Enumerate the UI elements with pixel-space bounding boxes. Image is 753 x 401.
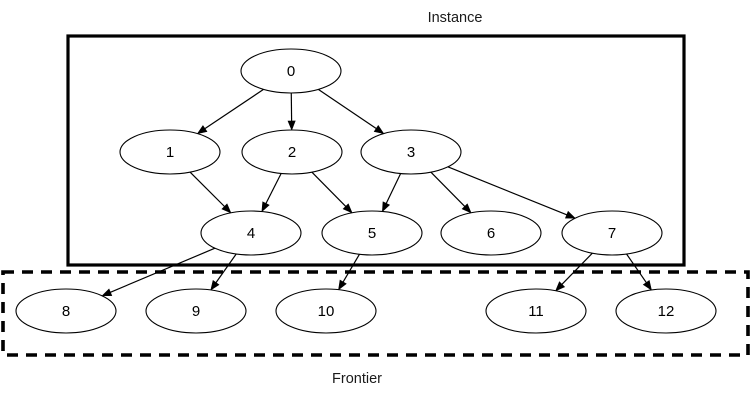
edge-2-to-4 bbox=[265, 173, 282, 204]
node-label-7: 7 bbox=[608, 225, 616, 242]
node-label-12: 12 bbox=[658, 303, 675, 320]
node-label-0: 0 bbox=[287, 63, 295, 80]
graph-node-12[interactable]: 12 bbox=[615, 288, 717, 334]
graph-node-10[interactable]: 10 bbox=[275, 288, 377, 334]
node-label-2: 2 bbox=[288, 144, 296, 161]
node-label-6: 6 bbox=[487, 225, 495, 242]
node-ellipse-3 bbox=[360, 129, 462, 175]
node-label-10: 10 bbox=[318, 303, 335, 320]
edge-3-to-7 bbox=[447, 166, 568, 216]
arrowhead-2-to-5 bbox=[342, 203, 353, 214]
node-label-5: 5 bbox=[368, 225, 376, 242]
edge-3-to-6 bbox=[430, 171, 466, 207]
arrowhead-4-to-9 bbox=[210, 280, 220, 291]
arrowhead-3-to-7 bbox=[564, 210, 576, 219]
node-label-4: 4 bbox=[247, 225, 255, 242]
container-instance bbox=[66, 34, 686, 267]
graph-node-0[interactable]: 0 bbox=[240, 48, 342, 94]
edge-1-to-4 bbox=[189, 171, 225, 207]
arrowhead-7-to-11 bbox=[555, 281, 566, 292]
graph-node-5[interactable]: 5 bbox=[321, 210, 423, 256]
edge-4-to-8 bbox=[110, 247, 216, 293]
arrowhead-0-to-2 bbox=[287, 120, 296, 131]
arrowhead-0-to-3 bbox=[373, 125, 385, 135]
arrowhead-3-to-5 bbox=[382, 201, 391, 213]
graph-node-11[interactable]: 11 bbox=[485, 288, 587, 334]
edge-4-to-9 bbox=[215, 253, 237, 283]
node-ellipse-5 bbox=[321, 210, 423, 256]
graph-node-2[interactable]: 2 bbox=[241, 129, 343, 175]
graph-node-7[interactable]: 7 bbox=[561, 210, 663, 256]
edge-3-to-5 bbox=[385, 173, 402, 204]
edge-7-to-12 bbox=[626, 253, 647, 283]
graph-node-3[interactable]: 3 bbox=[360, 129, 462, 175]
arrowhead-7-to-12 bbox=[642, 280, 652, 291]
node-ellipse-7 bbox=[561, 210, 663, 256]
graph-node-9[interactable]: 9 bbox=[145, 288, 247, 334]
node-label-3: 3 bbox=[407, 144, 415, 161]
node-ellipse-6 bbox=[440, 210, 542, 256]
arrowhead-0-to-1 bbox=[196, 125, 208, 135]
node-ellipse-9 bbox=[145, 288, 247, 334]
edge-2-to-5 bbox=[311, 171, 347, 207]
node-ellipse-10 bbox=[275, 288, 377, 334]
arrowhead-2-to-4 bbox=[261, 201, 270, 213]
arrowhead-1-to-4 bbox=[221, 203, 232, 214]
edge-5-to-10 bbox=[342, 253, 360, 283]
container-frontier bbox=[1, 270, 750, 357]
graph-node-8[interactable]: 8 bbox=[15, 288, 117, 334]
graph-node-4[interactable]: 4 bbox=[200, 210, 302, 256]
node-label-9: 9 bbox=[192, 303, 200, 320]
edge-7-to-11 bbox=[561, 252, 593, 285]
node-ellipse-2 bbox=[241, 129, 343, 175]
graph-node-1[interactable]: 1 bbox=[119, 129, 221, 175]
containers-layer bbox=[1, 34, 750, 357]
node-ellipse-11 bbox=[485, 288, 587, 334]
graph-node-6[interactable]: 6 bbox=[440, 210, 542, 256]
node-label-8: 8 bbox=[62, 303, 70, 320]
arrowhead-5-to-10 bbox=[338, 279, 347, 291]
arrowhead-4-to-8 bbox=[101, 288, 113, 297]
edge-0-to-1 bbox=[204, 88, 264, 130]
node-label-11: 11 bbox=[528, 303, 544, 320]
node-ellipse-4 bbox=[200, 210, 302, 256]
node-ellipse-0 bbox=[240, 48, 342, 94]
node-ellipse-12 bbox=[615, 288, 717, 334]
node-ellipse-1 bbox=[119, 129, 221, 175]
arrowhead-3-to-6 bbox=[461, 203, 472, 214]
node-label-1: 1 bbox=[166, 144, 174, 161]
edges-layer bbox=[101, 88, 652, 297]
edge-0-to-3 bbox=[317, 88, 377, 130]
node-ellipse-8 bbox=[15, 288, 117, 334]
container-label-instance: Instance bbox=[428, 10, 483, 26]
container-label-frontier: Frontier bbox=[332, 371, 382, 387]
